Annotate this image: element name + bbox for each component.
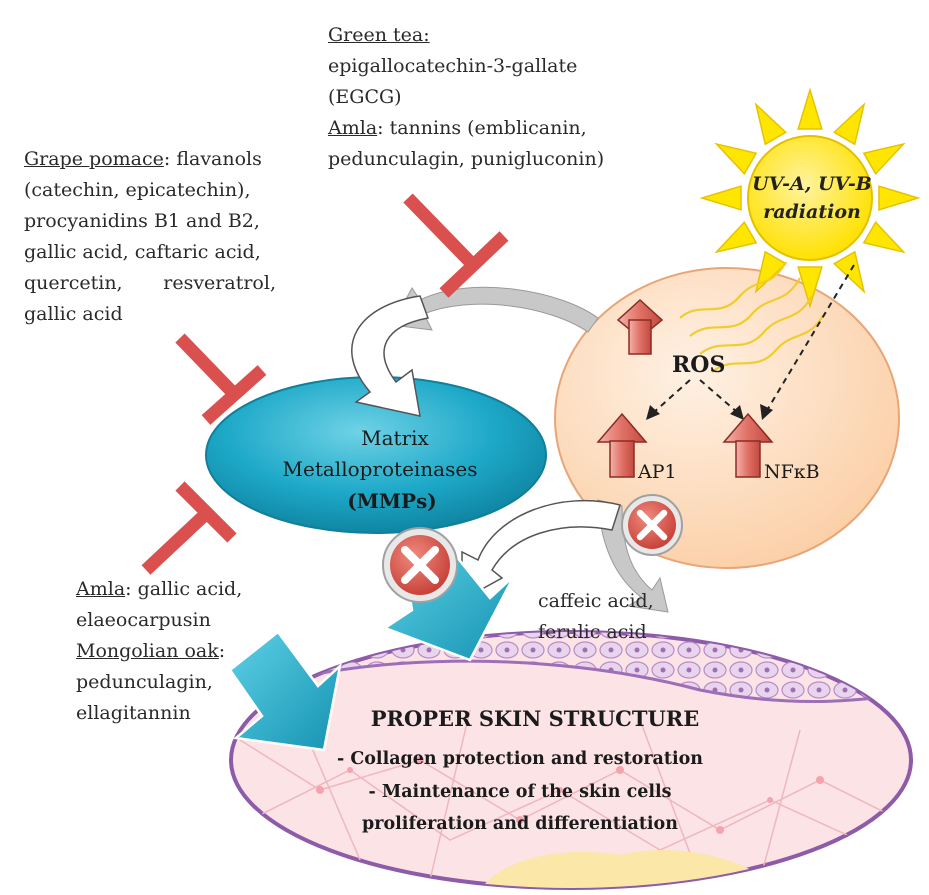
teal-arrow-left (228, 630, 342, 752)
grape-pomace-line-2: (catechin, epicatechin), (24, 179, 251, 201)
mongolian-oak-line-2: pedunculagin, (76, 671, 213, 693)
ros-up-arrow (616, 298, 664, 355)
white-arrow-top (351, 295, 430, 417)
inhibitor-amla-bottom (141, 481, 237, 575)
block-cell-icon (621, 494, 683, 556)
sun-ray (832, 250, 866, 294)
grape-pomace-label: Grape pomace: flavanols (catechin, epica… (24, 144, 276, 330)
sun-ray (832, 102, 866, 146)
nfkb-up-arrow (722, 412, 774, 478)
amla-top-label: Amla: tannins (emblicanin, pedunculagin,… (328, 113, 628, 175)
nfkb-label: NFκB (764, 461, 820, 483)
sun-ray (862, 142, 906, 176)
green-tea-label: Green tea: epigallocatechin-3-gallate (E… (328, 20, 628, 113)
green-tea-line-2: (EGCG) (328, 86, 402, 108)
sun-label-2: radiation (763, 201, 861, 223)
caffeic-line-1: caffeic acid, (538, 590, 654, 612)
grape-pomace-name: Grape pomace (24, 148, 164, 170)
mongolian-oak-line-3: ellagitannin (76, 702, 191, 724)
sun (699, 87, 921, 309)
mmp-label-3: (MMPs) (347, 489, 437, 513)
amla-top-line-1: : tannins (emblicanin, (377, 117, 587, 139)
dashed-arrows (652, 264, 855, 414)
skin-title: PROPER SKIN STRUCTURE (371, 706, 700, 731)
amla-top-name: Amla (328, 117, 378, 139)
green-tea-line-1: epigallocatechin-3-gallate (328, 55, 578, 77)
sun-label-1: UV-A, UV-B (752, 173, 872, 195)
inhibitor-green-tea (403, 193, 509, 298)
ap1-up-arrow (596, 412, 648, 478)
dashed-arrowheads (646, 404, 773, 420)
inhibitor-grape-pomace (175, 333, 267, 425)
amla-top-line-2: pedunculagin, punigluconin) (328, 148, 605, 170)
sun-ray (878, 185, 921, 211)
skin-line-1: - Collagen protection and restoration (337, 749, 703, 769)
ap1-label: AP1 (637, 461, 677, 483)
sun-ray (797, 87, 823, 130)
mmp-label-2: Metalloproteinases (283, 457, 478, 481)
mongolian-oak-line-1: : (218, 640, 226, 662)
amla-bottom-name: Amla (76, 578, 126, 600)
green-tea-name: Green tea: (328, 24, 430, 46)
grape-pomace-line-6: gallic acid (24, 303, 123, 325)
amla-bottom-line-1: : gallic acid, (125, 578, 243, 600)
amla-bottom-label: Amla: gallic acid, elaeocarpusin Mongoli… (76, 574, 306, 729)
amla-bottom-line-2: elaeocarpusin (76, 609, 211, 631)
ros-label: ROS (672, 352, 725, 378)
uv-waves (679, 261, 825, 373)
grape-pomace-line-1: : flavanols (163, 148, 262, 170)
skin-line-2: - Maintenance of the skin cells (368, 782, 671, 802)
sun-ray (699, 185, 742, 211)
grey-feedback-arrow (391, 286, 599, 333)
skin-line-3: proliferation and differentiation (362, 814, 678, 834)
caffeic-label: caffeic acid, ferulic acid (538, 586, 718, 648)
grape-pomace-line-3: procyanidins B1 and B2, (24, 210, 260, 232)
grape-pomace-line-5: quercetin, resveratrol, (24, 272, 276, 294)
sun-ray (714, 142, 758, 176)
mongolian-oak-name: Mongolian oak (76, 640, 219, 662)
sun-ray (797, 266, 823, 309)
mmp-label-1: Matrix (361, 426, 429, 450)
block-mmp-icon (382, 527, 458, 603)
sun-ray (754, 102, 788, 146)
caffeic-line-2: ferulic acid (538, 621, 647, 643)
sun-ray (862, 220, 906, 254)
sun-ray (714, 220, 758, 254)
grape-pomace-line-4: gallic acid, caftaric acid, (24, 241, 261, 263)
